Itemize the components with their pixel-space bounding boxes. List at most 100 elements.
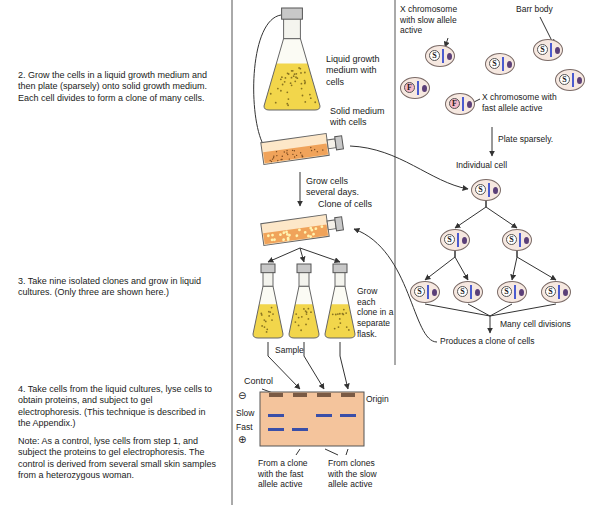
cell: S bbox=[497, 281, 527, 303]
allele-letter: S bbox=[457, 286, 468, 297]
cell: S bbox=[502, 229, 532, 251]
x-chromosome bbox=[488, 183, 490, 197]
allele-letter: S bbox=[414, 286, 425, 297]
x-chromosome bbox=[519, 233, 521, 247]
arrow bbox=[300, 172, 301, 206]
gel-wells bbox=[269, 393, 355, 397]
pour-line bbox=[254, 15, 281, 142]
allele-letter: S bbox=[537, 44, 548, 55]
allele-letter: S bbox=[545, 286, 556, 297]
annotation: Slow bbox=[236, 408, 254, 419]
x-chromosome bbox=[462, 97, 464, 111]
allele-letter: S bbox=[506, 234, 517, 245]
process-arrows bbox=[254, 15, 556, 455]
cell: F bbox=[400, 77, 430, 99]
culture-flask bbox=[261, 212, 344, 245]
allele-letter: S bbox=[501, 286, 512, 297]
annotation: Sample bbox=[275, 345, 304, 356]
converge-line bbox=[468, 304, 490, 316]
arrow bbox=[268, 248, 300, 262]
division-arrow bbox=[486, 201, 517, 228]
annotation: X chromosome with fast allele active bbox=[482, 92, 558, 113]
annotation: Individual cell bbox=[456, 160, 507, 171]
annotation: Origin bbox=[366, 394, 389, 405]
allele-letter: S bbox=[489, 58, 500, 69]
barr-body bbox=[475, 289, 480, 296]
division-arrow bbox=[512, 251, 517, 280]
barr-body bbox=[577, 77, 582, 84]
arrow bbox=[300, 248, 304, 262]
x-chromosome bbox=[457, 233, 459, 247]
arrow bbox=[492, 127, 493, 156]
cell: S bbox=[425, 45, 455, 67]
erlenmeyer-flask bbox=[289, 264, 319, 338]
annotation: ⊖ bbox=[238, 390, 246, 403]
barr-body bbox=[462, 237, 467, 244]
division-arrow bbox=[425, 251, 455, 280]
leader-line bbox=[325, 449, 338, 455]
annotation: From clones with the slow allele active bbox=[328, 458, 392, 490]
allele-letter: S bbox=[475, 184, 486, 195]
erlenmeyer-flask bbox=[264, 8, 320, 110]
cell: S bbox=[471, 179, 501, 201]
arrow bbox=[340, 342, 348, 389]
annotation: Liquid growth medium with cells bbox=[326, 54, 382, 88]
converge-line bbox=[425, 304, 490, 316]
allele-letter: S bbox=[559, 74, 570, 85]
annotation: ⊕ bbox=[238, 434, 246, 447]
cell: S bbox=[485, 53, 515, 75]
step-text: 4. Take cells from the liquid cultures, … bbox=[18, 384, 218, 429]
cell: S bbox=[440, 229, 470, 251]
converge-line bbox=[490, 304, 556, 316]
x-chromosome bbox=[572, 73, 574, 87]
x-chromosome bbox=[427, 285, 429, 299]
arrow bbox=[304, 342, 324, 389]
barr-body bbox=[563, 289, 568, 296]
leader-line bbox=[346, 449, 348, 455]
x-chromosome bbox=[417, 81, 419, 95]
barr-body bbox=[493, 187, 498, 194]
x-chromosome bbox=[558, 285, 560, 299]
erlenmeyer-flask bbox=[253, 264, 283, 338]
division-arrow bbox=[517, 251, 556, 280]
cell: S bbox=[453, 281, 483, 303]
division-arrow bbox=[455, 201, 486, 228]
annotation: Produces a clone of cells bbox=[440, 336, 535, 347]
allele-letter: S bbox=[444, 234, 455, 245]
barr-body bbox=[467, 101, 472, 108]
cell: S bbox=[541, 281, 571, 303]
gel-slab bbox=[260, 392, 364, 446]
x-chromosome bbox=[442, 49, 444, 63]
cell: F bbox=[445, 93, 475, 115]
culture-flask bbox=[261, 131, 344, 164]
annotation: Solid medium with cells bbox=[330, 106, 390, 129]
leader-line bbox=[474, 99, 480, 102]
annotation: Grow cells several days. bbox=[306, 176, 370, 199]
barr-body bbox=[432, 289, 437, 296]
annotation: Clone of cells bbox=[318, 199, 372, 210]
step-text: 3. Take nine isolated clones and grow in… bbox=[18, 276, 218, 299]
cell: S bbox=[555, 69, 585, 91]
x-chromosome bbox=[550, 43, 552, 57]
x-chromosome bbox=[514, 285, 516, 299]
step-text: Note: As a control, lyse cells from step… bbox=[18, 436, 218, 481]
arrow bbox=[300, 248, 340, 262]
x-chromosome bbox=[470, 285, 472, 299]
annotation: From a clone with the fast allele active bbox=[258, 458, 322, 490]
barr-body bbox=[422, 85, 427, 92]
arrow bbox=[490, 316, 491, 333]
cell: S bbox=[410, 281, 440, 303]
erlenmeyer-flask bbox=[325, 264, 355, 338]
allele-letter: F bbox=[449, 98, 460, 109]
gel bbox=[260, 392, 364, 446]
barr-body bbox=[507, 61, 512, 68]
arrow bbox=[350, 146, 468, 189]
annotation: Control bbox=[244, 376, 273, 387]
annotation: Barr body bbox=[516, 4, 553, 15]
x-chromosome bbox=[502, 57, 504, 71]
annotation: Fast bbox=[236, 422, 253, 433]
step-text: 2. Grow the cells in a liquid growth med… bbox=[18, 70, 218, 104]
division-arrow bbox=[455, 251, 468, 280]
barr-body bbox=[519, 289, 524, 296]
protein-bands bbox=[268, 414, 356, 431]
